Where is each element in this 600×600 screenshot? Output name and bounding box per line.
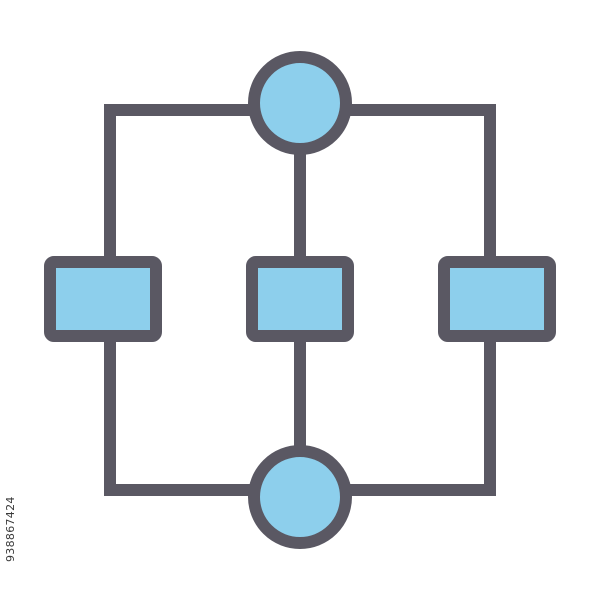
stock-id-label: 938867424	[4, 496, 17, 562]
right-rect-node	[438, 256, 556, 342]
top-circle-node	[248, 51, 352, 155]
left-rect-node	[44, 256, 162, 342]
center-rect-node	[246, 256, 354, 342]
bottom-circle-node	[248, 445, 352, 549]
